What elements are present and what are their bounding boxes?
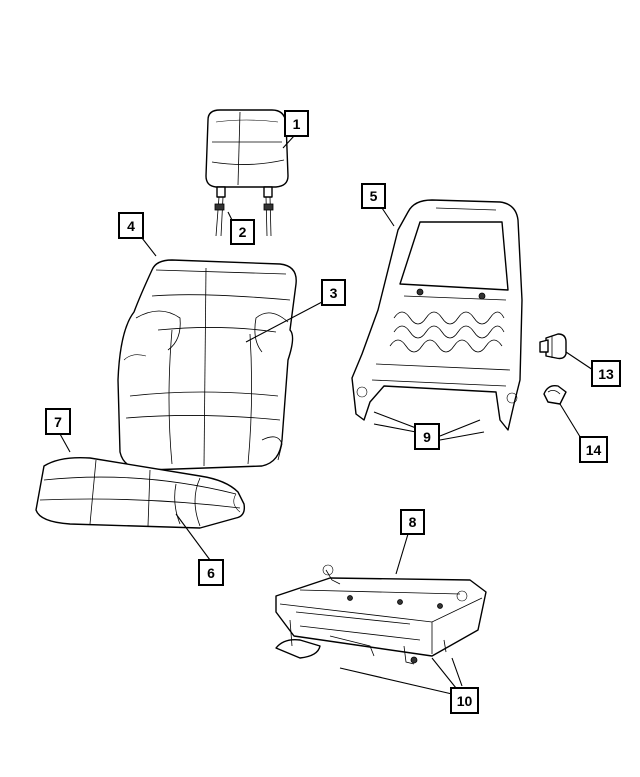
callout-3: 3 [321,279,346,306]
callout-2-label: 2 [239,224,247,240]
seat-adjuster-track [275,564,487,665]
callout-4-label: 4 [127,218,135,234]
callout-6: 6 [198,559,224,586]
callout-10-label: 10 [457,693,473,709]
leader-lines [59,135,594,695]
seat-cushion [35,456,246,529]
callout-5: 5 [361,183,386,209]
callout-8-label: 8 [409,514,417,530]
callout-1: 1 [284,110,309,137]
callout-5-label: 5 [370,188,378,204]
callout-3-label: 3 [330,285,338,301]
callout-14: 14 [579,436,608,463]
headrest-posts [214,186,274,237]
fastener-part [539,333,567,360]
headrest [205,109,289,188]
callout-6-label: 6 [207,565,215,581]
callout-9-label: 9 [423,429,431,445]
callout-7: 7 [45,408,71,435]
callout-1-label: 1 [293,116,301,132]
seat-back-cushion [117,259,297,471]
callout-8: 8 [400,509,425,535]
callout-10: 10 [450,687,479,714]
callout-13: 13 [591,360,621,387]
clip-part [543,384,567,405]
callout-4: 4 [118,212,144,239]
seat-back-frame [351,199,523,431]
callout-7-label: 7 [54,414,62,430]
callout-13-label: 13 [598,366,614,382]
callout-14-label: 14 [586,442,602,458]
callout-2: 2 [230,219,255,245]
callout-9: 9 [414,423,440,450]
